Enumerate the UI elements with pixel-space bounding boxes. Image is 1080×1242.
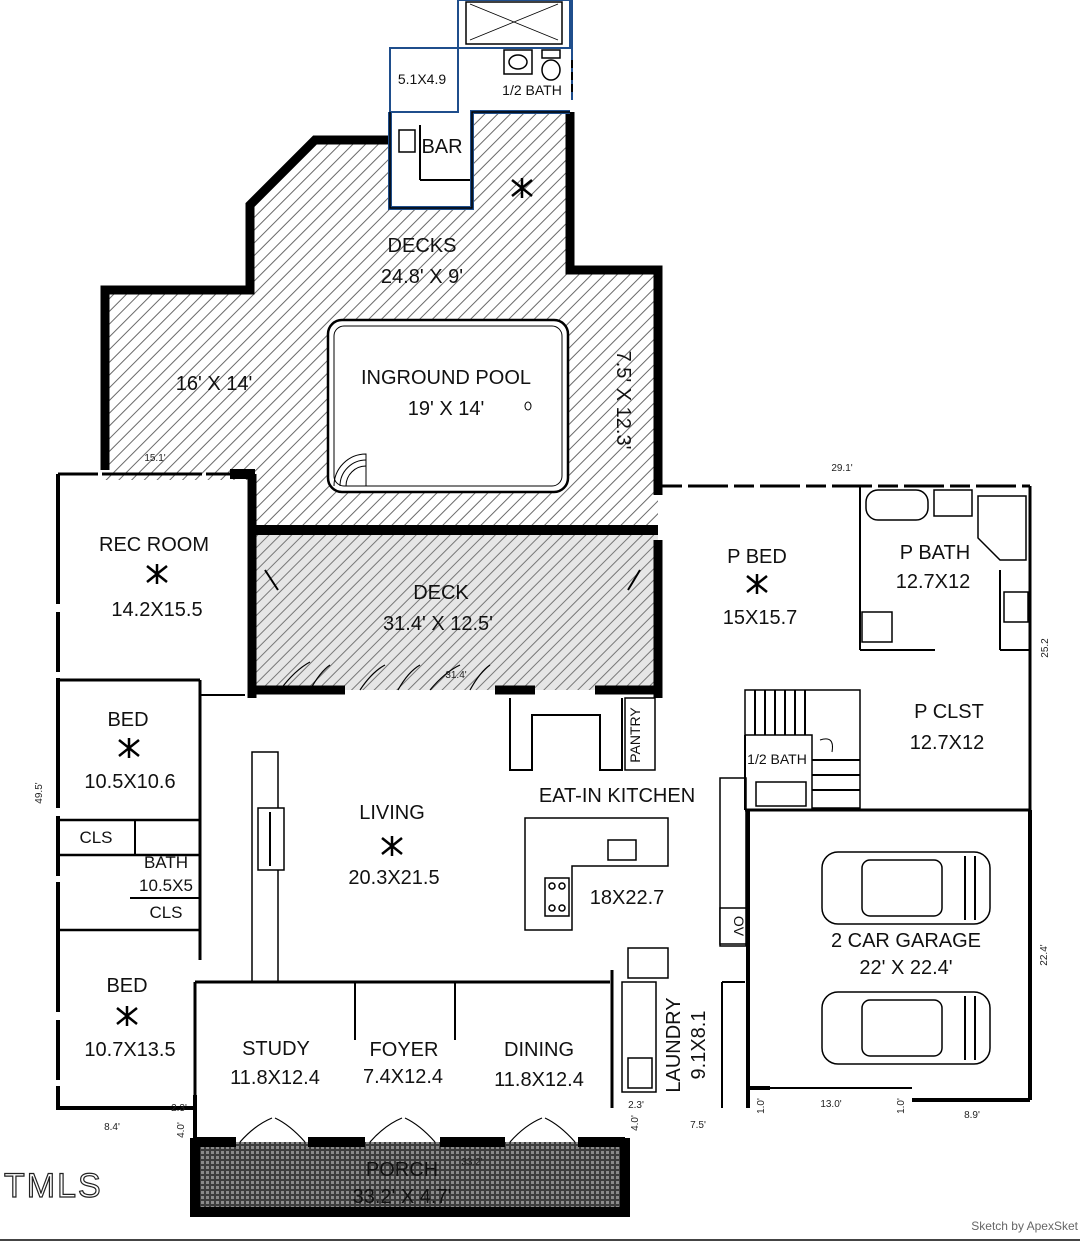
bath-name: BATH [144,853,188,872]
porch-door-swings [239,1117,576,1143]
fan-icons [116,178,768,1026]
dim-2-3-left: 2.3' [171,1103,187,1114]
dim-4-0-right: 4.0' [630,1115,641,1131]
pclst-size: 12.7X12 [910,732,985,754]
dim-33-2: 33.2' [461,1157,482,1168]
deck-door-swings [279,661,491,691]
lower-deck [247,530,663,698]
living-size: 20.3X21.5 [348,867,439,889]
dim-49-5: 49.5' [34,782,45,803]
laundry-name: LAUNDRY [663,997,685,1092]
pantry-label: PANTRY [627,707,643,763]
ceiling-fan-icon [511,178,533,198]
laundry-sink-icon [627,1057,653,1089]
bar-area [388,0,573,210]
ceiling-fan-icon [118,738,140,758]
porch-size: 33.2' X 4.7' [353,1186,452,1208]
kitchen-size: 18X22.7 [590,887,665,909]
dining-name: DINING [504,1039,574,1061]
staircase-icon [744,689,861,809]
closet1-label: CLS [79,828,112,847]
dim-13-0: 13.0' [820,1099,841,1110]
kitchen-name: EAT-IN KITCHEN [539,785,695,807]
dim-2-3-right: 2.3' [628,1100,644,1111]
deck-left-size: 16' X 14' [176,373,253,395]
foyer-name: FOYER [370,1039,439,1061]
bed2-size: 10.7X13.5 [84,1039,175,1061]
bar-label: BAR [421,136,462,158]
deck-name: DECK [413,582,469,604]
foyer-size: 7.4X12.4 [363,1066,443,1088]
room-labels: 1/2 BATH 5.1X4.9 BAR DECKS 24.8' X 9' 16… [79,71,984,1208]
living-name: LIVING [359,802,425,824]
kitchen-sink-icon [607,839,637,861]
apexsketch-credit: Sketch by ApexSket [971,1219,1078,1233]
porch [190,1117,630,1217]
bed1-size: 10.5X10.6 [84,771,175,793]
study-name: STUDY [242,1038,310,1060]
pbath-toilet-icon [861,611,893,643]
dim-1-0-left: 1.0' [756,1098,767,1114]
dim-8-9: 8.9' [964,1110,980,1121]
dim-7-5: 7.5' [690,1120,706,1131]
ceiling-fan-icon [746,574,768,594]
bed1-name: BED [107,709,148,731]
decks-size: 24.8' X 9' [381,266,463,288]
bed2-name: BED [106,975,147,997]
dim-29-1: 29.1' [831,463,852,474]
storage-size-label: 5.1X4.9 [398,71,446,87]
pbath-size: 12.7X12 [896,571,971,593]
ceiling-fan-icon [116,1006,138,1026]
dim-22-4: 22.4' [1039,944,1050,965]
decks-name: DECKS [388,235,457,257]
dim-8-4: 8.4' [104,1122,120,1133]
bar-sink-icon [398,129,416,153]
closet2-label: CLS [149,903,182,922]
dim-31-4: 31.4' [445,670,466,681]
corner-shower-icon [977,495,1027,561]
dim-4-0-left: 4.0' [176,1122,187,1138]
laundry-size: 9.1X8.1 [688,1011,710,1080]
pool-name: INGROUND POOL [361,367,531,389]
pool-size: 19' X 14' [408,398,485,420]
porch-name: PORCH [366,1159,438,1181]
study-size: 11.8X12.4 [230,1067,320,1089]
toilet-icon [541,49,561,59]
pbath-name: P BATH [900,542,970,564]
house-walls [56,472,1032,1140]
car-icon-bottom [821,991,991,1065]
deck-size: 31.4' X 12.5' [383,613,493,635]
pbed-name: P BED [727,546,787,568]
dining-size: 11.8X12.4 [494,1069,584,1091]
washer-icon [627,947,669,979]
tub-icon [865,489,929,521]
dimension-labels: 15.1' 29.1' 49.5' 25.2 22.4' 8.4' 2.3' 4… [34,453,1051,1168]
car-icon-top [821,851,991,925]
pool [326,318,570,494]
bath-size: 10.5X5 [139,876,193,895]
half-bath-top-label: 1/2 BATH [502,82,562,98]
oven-label: OV [731,916,747,937]
tmls-watermark: TMLS [4,1167,103,1205]
half-bath-mid-label: 1/2 BATH [747,751,807,767]
pbed-size: 15X15.7 [723,607,798,629]
garage-name: 2 CAR GARAGE [831,930,981,952]
half-bath-fixtures-icon [755,781,807,807]
dim-25-2: 25.2 [1040,638,1051,658]
rec-room-name: REC ROOM [99,534,209,556]
pclst-name: P CLST [914,701,984,723]
ceiling-fan-icon [381,836,403,856]
vanity-sink-icon [933,489,973,517]
rec-room-size: 14.2X15.5 [111,599,202,621]
ceiling-fan-icon [146,564,168,584]
cooktop-icon [544,877,570,917]
dim-1-0-right: 1.0' [896,1098,907,1114]
garage-size: 22' X 22.4' [859,957,952,979]
deck-right-size: 7.5' X 12.3' [612,351,634,450]
dim-15-1: 15.1' [144,453,165,464]
